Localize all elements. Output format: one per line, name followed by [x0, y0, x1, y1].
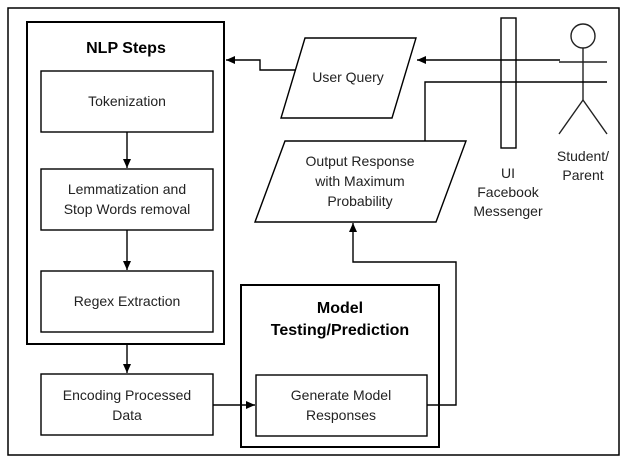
- user-query-label: User Query: [312, 69, 384, 85]
- ui-label-line3: Messenger: [473, 203, 543, 219]
- lemmatization-label-line1: Lemmatization and: [68, 181, 186, 197]
- ui-label-line2: Facebook: [477, 184, 539, 200]
- output-response-line2: with Maximum: [314, 173, 404, 189]
- student-parent-actor-icon: [558, 23, 608, 135]
- encoding-label-line2: Data: [112, 407, 142, 423]
- model-title-line2: Testing/Prediction: [271, 322, 409, 339]
- output-response-line1: Output Response: [306, 153, 415, 169]
- ui-bar: [500, 17, 517, 149]
- nlp-steps-title: NLP Steps: [86, 40, 166, 57]
- actor-label-line2: Parent: [562, 167, 603, 183]
- edge-query-to-nlp: [226, 56, 296, 71]
- lemmatization-box: [40, 168, 214, 231]
- encoding-box: [40, 373, 214, 436]
- output-response-line3: Probability: [327, 193, 392, 209]
- tokenization-box: [40, 70, 214, 133]
- ui-label-line1: UI: [501, 165, 515, 181]
- generate-responses-line2: Responses: [306, 407, 376, 423]
- encoding-label-line1: Encoding Processed: [63, 387, 191, 403]
- regex-extraction-label: Regex Extraction: [74, 293, 181, 309]
- regex-extraction-box: [40, 270, 214, 333]
- tokenization-label: Tokenization: [88, 93, 166, 109]
- edge-generate-to-output: [349, 223, 457, 406]
- output-response-shape: [253, 140, 468, 223]
- lemmatization-label-line2: Stop Words removal: [64, 201, 191, 217]
- user-query-shape: [280, 37, 417, 119]
- generate-responses-line1: Generate Model: [291, 387, 391, 403]
- actor-label-line1: Student/: [557, 148, 609, 164]
- outer-frame: [7, 7, 620, 456]
- edge-output-to-actor: [424, 81, 607, 141]
- model-title-line1: Model: [317, 300, 363, 317]
- generate-responses-box: [255, 374, 428, 437]
